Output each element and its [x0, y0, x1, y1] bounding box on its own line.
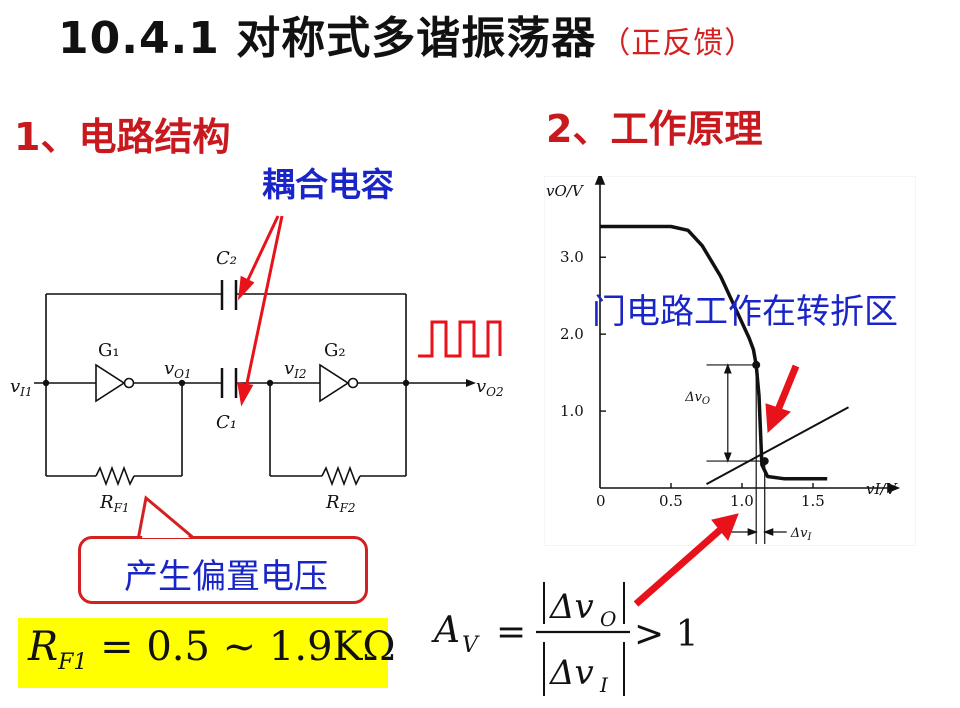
g1-bubble [123, 377, 135, 389]
square-wave-icon [418, 320, 502, 358]
delta-vo-label: ΔvO [684, 390, 710, 407]
transfer-curve [600, 224, 828, 481]
y-tick-label: 1.0 [560, 402, 584, 420]
svg-text:RF1: RF1 [99, 492, 130, 515]
g2-inverter-symbol [319, 363, 350, 403]
y-tick-label: 2.0 [560, 325, 584, 343]
av-denominator: Δv [548, 653, 594, 693]
arrow-to-c2-head [238, 275, 255, 301]
coupling-capacitor-label: 耦合电容 [262, 165, 394, 204]
node-vo1 [178, 379, 186, 387]
av-denominator-sub: I [599, 673, 609, 697]
x-axis-arrow-icon [887, 482, 901, 494]
gate-region-label: 门电路工作在转折区 [592, 292, 898, 332]
transfer-characteristic-chart: 0 0.5 1.0 1.5 1.0 2.0 3.0 ΔvO ΔvI vO/V vI/V [544, 176, 916, 546]
vo2-label: v [476, 376, 486, 397]
arrow-to-formula [633, 527, 723, 607]
chart-y-axis-label: vO/V [546, 182, 585, 200]
av-eq: = [496, 612, 526, 653]
rf1-sub: F1 [113, 501, 130, 515]
delta-vi-left-arrow-icon [747, 528, 758, 536]
arrow-to-c1 [244, 215, 284, 389]
section-principle-heading: 2、工作原理 [546, 107, 763, 151]
rf-formula-highlight: RF1 = 0.5 ~ 1.9KΩ [18, 618, 396, 688]
arrow-to-transition [774, 364, 800, 412]
vi1-sub: I1 [19, 385, 32, 399]
g2-label: G₂ [324, 340, 346, 361]
delta-vo-arrow-down-icon [723, 452, 732, 463]
g1-inverter-symbol [95, 363, 126, 403]
vi2-sub: I2 [293, 367, 306, 381]
vi2-label: v [284, 358, 294, 379]
x-tick-label: 0 [596, 492, 606, 510]
x-tick-label: 1.0 [730, 492, 754, 510]
y-tick-label: 3.0 [560, 248, 584, 266]
chart-x-axis-label: vI/V [866, 480, 898, 498]
output-arrow-icon [466, 379, 476, 387]
title-subtitle: （正反馈） [600, 26, 756, 61]
av-lhs-sub: V [462, 633, 480, 658]
rf-formula: RF1 = 0.5 ~ 1.9KΩ [28, 624, 396, 675]
c1-label: C₁ [216, 412, 237, 433]
bias-voltage-label: 产生偏置电压 [124, 557, 328, 597]
vi1-label: v [10, 376, 20, 397]
av-numerator-sub: O [600, 607, 616, 631]
node-vi2 [266, 379, 274, 387]
y-axis-arrow-icon [594, 176, 606, 185]
av-rhs: > 1 [634, 614, 699, 655]
svg-text:vI1: vI1 [10, 376, 33, 399]
arrow-to-transition-head [765, 403, 791, 434]
g1-label: G₁ [98, 340, 120, 361]
rf-lhs: R [28, 624, 59, 670]
arrow-to-c2 [244, 215, 280, 285]
g2-bubble [347, 377, 359, 389]
node-vi1 [42, 379, 50, 387]
av-numerator: Δv [548, 587, 594, 627]
rf-rhs: = 0.5 ~ 1.9KΩ [100, 624, 396, 670]
delta-vi-label: ΔvI [790, 526, 813, 543]
rf2-resistor-symbol [321, 465, 361, 487]
arrow-to-c1-head [237, 382, 254, 407]
rf-lhs-sub: F1 [58, 650, 88, 675]
svg-text:vO1: vO1 [164, 358, 192, 381]
vo1-label: v [164, 358, 174, 379]
node-vo2 [402, 379, 410, 387]
c2-label: C₂ [216, 248, 237, 269]
svg-text:RF2: RF2 [325, 492, 356, 515]
svg-text:vO2: vO2 [476, 376, 504, 399]
av-lhs: A [431, 610, 460, 651]
rf1-label: R [99, 492, 114, 513]
x-tick-label: 1.5 [801, 492, 825, 510]
vo2-sub: O2 [486, 385, 503, 399]
rf2-sub: F2 [339, 501, 356, 515]
vo1-sub: O1 [174, 367, 191, 381]
delta-vo-arrow-up-icon [723, 363, 732, 374]
title-main: 10.4.1 对称式多谐振荡器 [58, 13, 597, 64]
section-structure-heading: 1、电路结构 [14, 115, 231, 159]
delta-vi-right-arrow-icon [763, 528, 774, 536]
bias-voltage-callout: 产生偏置电压 [78, 536, 368, 604]
svg-text:vI2: vI2 [284, 358, 307, 381]
arrow-to-formula-head [711, 513, 739, 541]
x-tick-label: 0.5 [659, 492, 683, 510]
av-formula: A V = Δv O Δv I > 1 [431, 582, 699, 697]
rf1-resistor-symbol [95, 465, 135, 487]
page-title: 10.4.1 对称式多谐振荡器（正反馈） [58, 2, 755, 66]
tangent-line [706, 406, 849, 486]
rf2-label: R [325, 492, 340, 513]
